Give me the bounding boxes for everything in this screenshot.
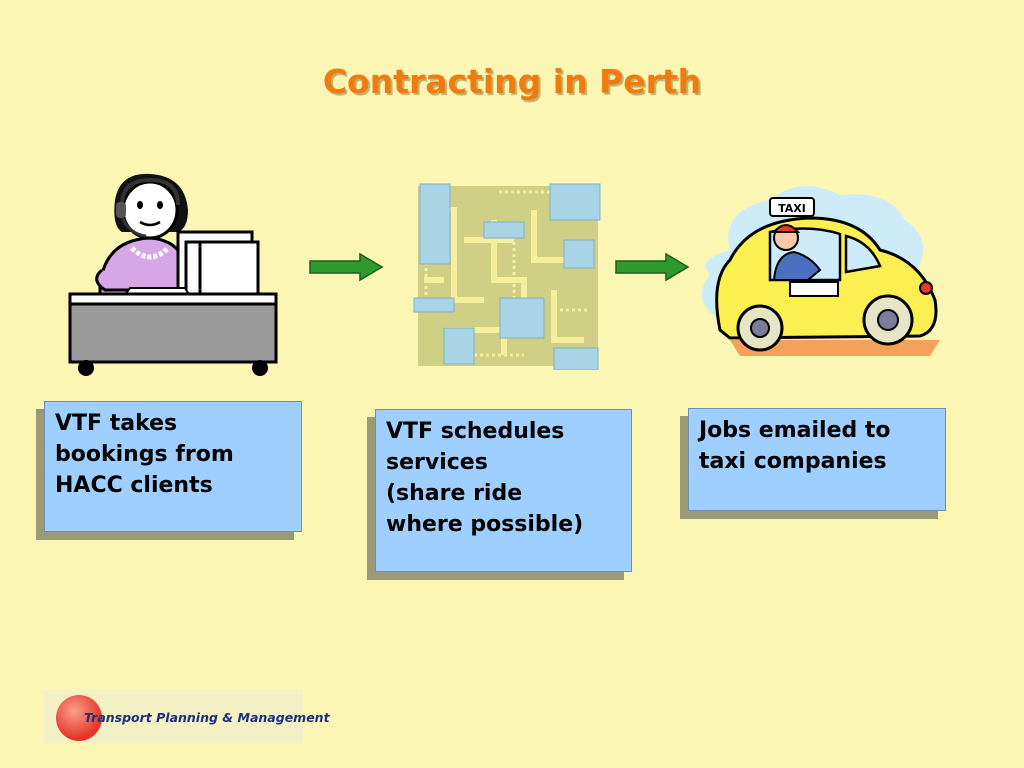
logo-orb-icon — [56, 695, 102, 741]
flow-arrow-1 — [309, 252, 384, 282]
taxi-sign-text: TAXI — [778, 202, 806, 215]
step-box-jobs-emailed: Jobs emailed to taxi companies — [688, 408, 946, 511]
logo-text: Transport Planning & Management — [84, 710, 330, 725]
call-center-operator-icon — [68, 173, 278, 376]
page-title: Contracting in Perth — [322, 62, 702, 101]
flow-arrow-2 — [615, 252, 690, 282]
step-box-bookings: VTF takes bookings from HACC clients — [44, 401, 302, 532]
tpm-logo: Transport Planning & Management — [44, 690, 330, 743]
step-box-schedules: VTF schedules services (share ride where… — [375, 409, 632, 572]
circuit-board-icon — [413, 183, 601, 370]
taxi-icon: TAXI — [702, 186, 940, 356]
